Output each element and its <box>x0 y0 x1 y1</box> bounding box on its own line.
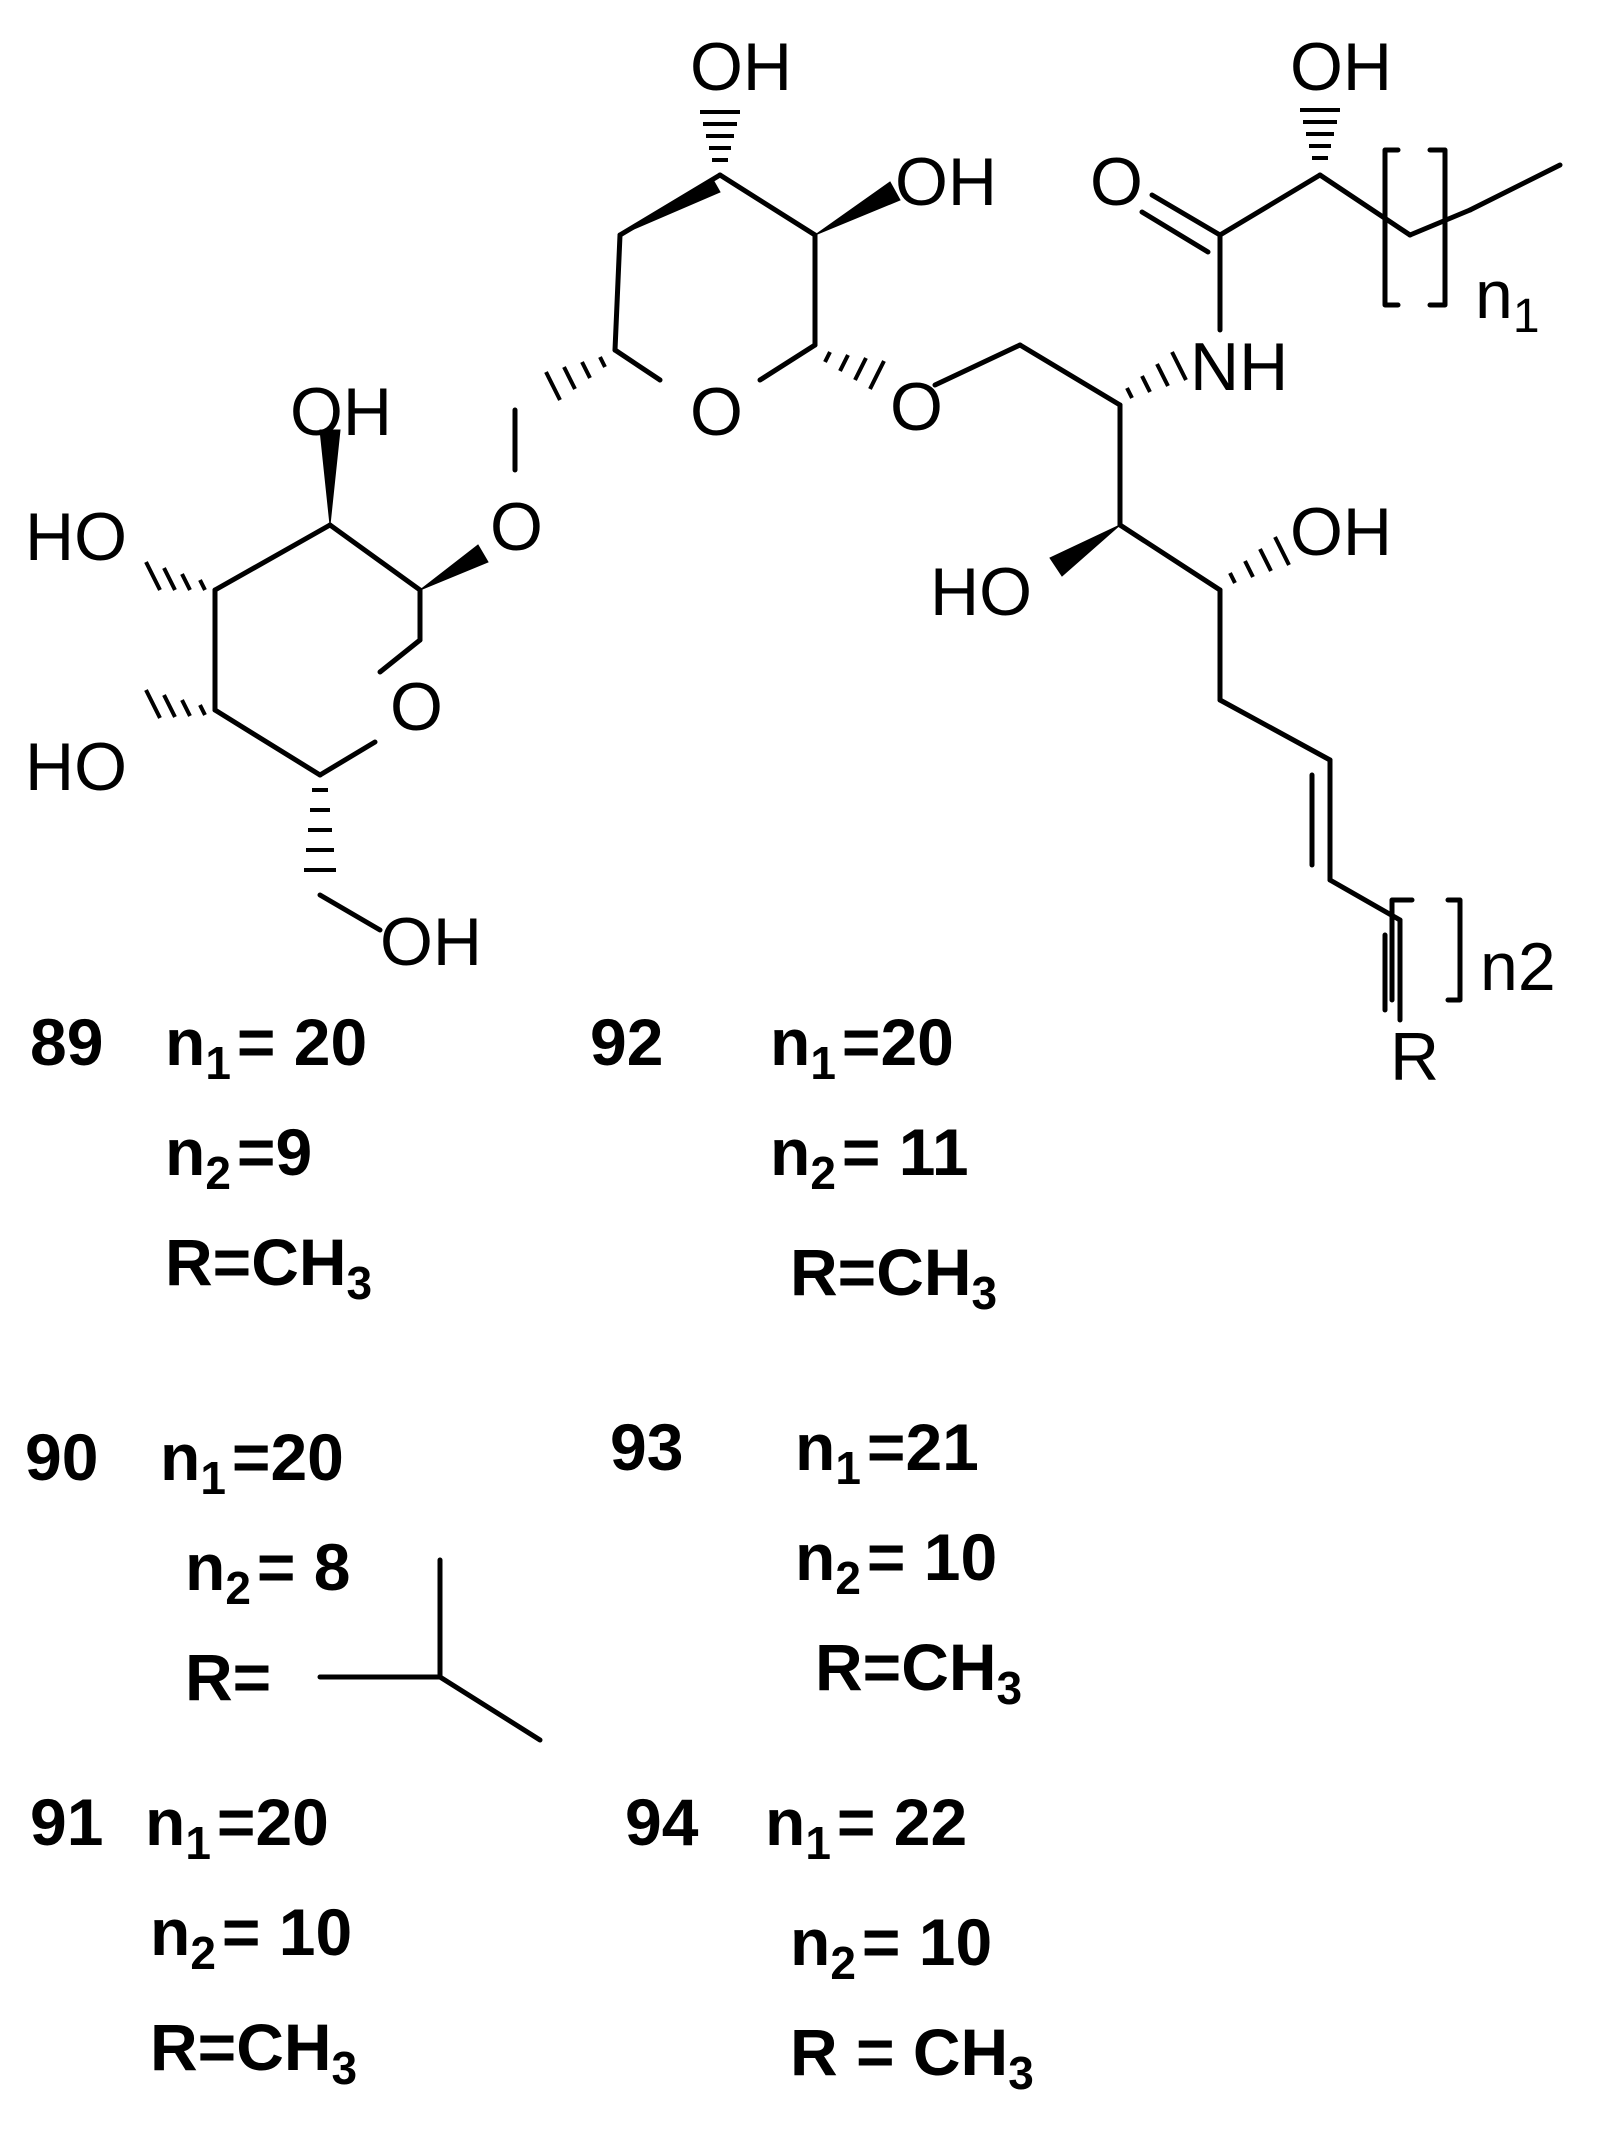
r-value: R=CH3 <box>815 1630 1022 1714</box>
n2-value: n2= 8 <box>185 1530 351 1614</box>
r-group: R <box>1390 1019 1439 1095</box>
repeat-n2: n2 <box>1480 929 1556 1005</box>
compound-id: 93 <box>610 1410 683 1484</box>
oh-chain-right: OH <box>1290 494 1392 570</box>
n1-value: n1=20 <box>770 1005 954 1089</box>
linker-o: O <box>490 489 543 565</box>
ho-ring2-upper: HO <box>25 499 127 575</box>
compound-92: 92 n1=20 n2= 11 R=CH3 <box>590 1005 997 1319</box>
ho-chain-left: HO <box>930 554 1032 630</box>
oh-acyl: OH <box>1290 29 1392 105</box>
n1-value: n1=20 <box>160 1420 344 1504</box>
stereo-bonds <box>144 108 1340 1743</box>
oh-top-ring1: OH <box>690 29 792 105</box>
compound-89: 89 n1= 20 n2=9 R=CH3 <box>30 1005 372 1309</box>
r-value: R=CH3 <box>790 1235 997 1319</box>
n2-value: n2= 11 <box>770 1115 969 1199</box>
ring2-o: O <box>390 669 443 745</box>
n1-value: n1= 22 <box>765 1785 967 1869</box>
repeat-n1: n1 <box>1475 257 1540 343</box>
compound-id: 92 <box>590 1005 663 1079</box>
compound-90: 90 n1=20 n2= 8 R= <box>25 1420 351 1714</box>
n1-value: n1= 20 <box>165 1005 367 1089</box>
r-value: R= <box>185 1640 271 1714</box>
ho-ring2-lower: HO <box>25 729 127 805</box>
ch2oh-oh: OH <box>380 904 482 980</box>
compound-94: 94 n1= 22 n2= 10 R = CH3 <box>625 1785 1034 2099</box>
atom-labels: OH OH OH O NH n1 O O OH O HO O HO OH OH … <box>25 29 1556 1095</box>
compound-93: 93 n1=21 n2= 10 R=CH3 <box>610 1410 1022 1714</box>
compound-id: 91 <box>30 1785 103 1859</box>
compound-id: 89 <box>30 1005 103 1079</box>
oh-top-ring2: OH <box>290 374 392 450</box>
amide-nh: NH <box>1190 329 1288 405</box>
n1-value: n1=21 <box>795 1410 979 1494</box>
n2-value: n2= 10 <box>795 1520 997 1604</box>
r-value: R=CH3 <box>165 1225 372 1309</box>
compound-id: 90 <box>25 1420 98 1494</box>
n1-value: n1=20 <box>145 1785 329 1869</box>
bond-skeleton <box>212 147 1563 1023</box>
n2-value: n2=9 <box>165 1115 312 1199</box>
n2-value: n2= 10 <box>790 1905 992 1989</box>
oh-right-ring1: OH <box>895 144 997 220</box>
compound-91: 91 n1=20 n2= 10 R=CH3 <box>30 1785 357 2094</box>
r-value: R=CH3 <box>150 2010 357 2094</box>
n2-value: n2= 10 <box>150 1895 352 1979</box>
glycosidic-o: O <box>890 369 943 445</box>
compound-id: 94 <box>625 1785 699 1859</box>
carbonyl-o: O <box>1090 144 1143 220</box>
r-value: R = CH3 <box>790 2015 1034 2099</box>
ring1-o: O <box>690 374 743 450</box>
